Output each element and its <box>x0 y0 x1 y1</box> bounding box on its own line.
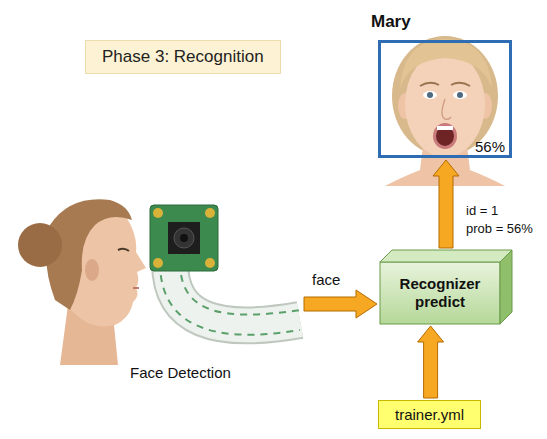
art-path <box>170 262 300 325</box>
profile-head <box>18 199 146 365</box>
title-box: Phase 3: Recognition <box>85 40 281 74</box>
art-path <box>420 83 439 86</box>
box-top <box>380 250 512 262</box>
art-ellipse <box>423 91 437 99</box>
art-path <box>170 262 300 325</box>
node-title: Phase 3: Recognition <box>102 47 264 67</box>
art-circle <box>153 208 163 218</box>
art-rect <box>168 222 200 254</box>
flow-label: face <box>312 271 340 288</box>
art-path <box>160 262 300 335</box>
art-circle <box>457 92 463 98</box>
art-ellipse <box>433 123 457 149</box>
flow-arrow <box>418 326 444 398</box>
caption-label: Face Detection <box>130 364 231 381</box>
node-text: 56% <box>475 138 505 155</box>
art-circle <box>180 234 188 242</box>
box-front <box>380 262 500 324</box>
art-circle <box>174 228 194 248</box>
flow-arrow <box>304 290 377 318</box>
node-title: Mary <box>371 12 411 32</box>
art-ellipse <box>85 259 99 281</box>
art-rect <box>150 205 218 271</box>
art-path <box>400 39 492 88</box>
art-path <box>442 99 451 119</box>
box-side <box>500 250 512 324</box>
art-rect <box>437 126 453 130</box>
value-label: prob = 56% <box>466 221 533 236</box>
art-ellipse <box>453 91 467 99</box>
process-box: Recognizer predict <box>380 250 512 324</box>
art-path <box>133 287 139 289</box>
flow-arrow <box>433 160 459 248</box>
art-path <box>451 83 470 86</box>
node-title: Recognizer predict <box>385 275 495 311</box>
art-path <box>118 249 129 251</box>
art-ellipse <box>405 51 485 157</box>
art-circle <box>427 92 433 98</box>
file-box: trainer.yml <box>378 400 481 429</box>
art-ellipse <box>436 126 454 146</box>
art-circle <box>205 208 215 218</box>
art-circle <box>205 258 215 268</box>
art-circle <box>153 258 163 268</box>
art-circle <box>18 223 62 267</box>
node-title: trainer.yml <box>395 406 464 423</box>
value-label: id = 1 <box>466 203 498 218</box>
result-box: Mary56% <box>378 40 512 158</box>
camera-module <box>150 205 300 335</box>
